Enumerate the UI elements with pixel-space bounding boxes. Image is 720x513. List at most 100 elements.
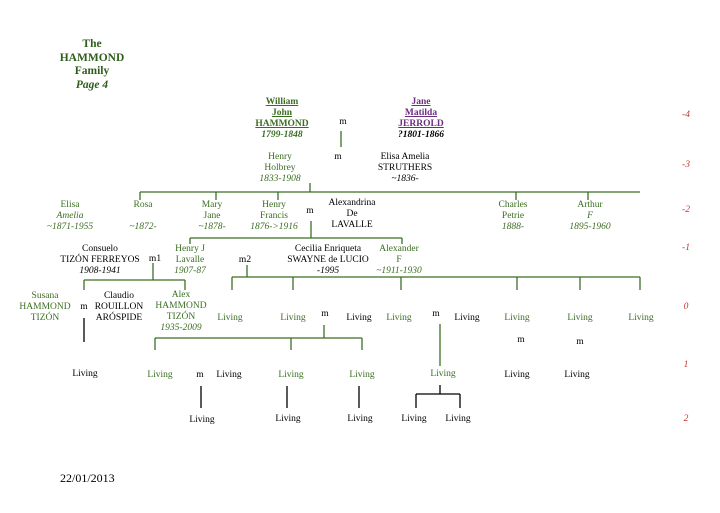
- person-text-line: Lavalle: [175, 255, 205, 265]
- person-text-line: Susana: [31, 291, 59, 301]
- person-text-line: Cecilia Enriqueta: [294, 244, 362, 254]
- person-text-line: Living: [504, 370, 530, 380]
- person-text-line: 1907-87: [174, 266, 206, 276]
- person-text-line: m: [80, 302, 88, 312]
- marriage-marker: m: [339, 117, 346, 128]
- person-living-spouse: Living: [216, 370, 241, 381]
- person-text-line: 1888-: [501, 222, 525, 232]
- person-text-line: Jane: [411, 97, 431, 107]
- marriage-marker: m: [321, 309, 328, 320]
- generation-label: -4: [682, 110, 690, 120]
- person-living: Living: [275, 414, 300, 425]
- person-text-line: Consuelo: [82, 244, 118, 254]
- person-living: Living: [280, 313, 305, 324]
- person-text-line: 1908-1941: [79, 266, 121, 276]
- person-text-line: m: [517, 335, 525, 345]
- person-text-line: m: [306, 206, 314, 216]
- person-text-line: Jane: [203, 211, 221, 221]
- person-text-line: Living: [217, 313, 243, 323]
- person-text-line: m: [321, 309, 329, 319]
- person-text-line: Living: [72, 369, 98, 379]
- person-text-line: ~1836-: [391, 174, 419, 184]
- person-living: Living: [349, 370, 374, 381]
- person-text-line: Henry J: [175, 244, 205, 254]
- person-living: Living: [147, 370, 172, 381]
- person-living: Living: [567, 313, 592, 324]
- marriage-marker: m: [80, 302, 87, 313]
- person-text-line: Holbrey: [264, 163, 296, 173]
- person-rosa: Rosa ~1872-: [129, 200, 156, 233]
- marriage-marker: m: [196, 370, 203, 381]
- person-text-line: TIZÓN: [166, 312, 196, 322]
- person-text-line: Elisa: [60, 200, 80, 210]
- person-text-line: JERROLD: [398, 119, 444, 129]
- person-living: Living: [217, 313, 242, 324]
- person-living: Living: [401, 414, 426, 425]
- person-text-line: ~1872-: [129, 222, 157, 232]
- person-text-line: Alexander: [379, 244, 419, 254]
- person-text-line: m1: [148, 254, 162, 264]
- person-text-line: Living: [628, 313, 654, 323]
- person-text-line: TIZÓN FERREYOS: [60, 255, 140, 265]
- generation-label: -1: [682, 243, 690, 253]
- person-text-line: Living: [567, 313, 593, 323]
- person-text-line: Amelia: [56, 211, 84, 221]
- marriage-marker-m2: m2: [239, 255, 251, 266]
- person-text-line: Living: [454, 313, 480, 323]
- person-text-line: LAVALLE: [331, 220, 373, 230]
- person-living-spouse: Living: [454, 313, 479, 324]
- person-text-line: Henry: [262, 200, 286, 210]
- person-text-line: Living: [346, 313, 372, 323]
- marriage-marker: m: [432, 309, 439, 320]
- person-text-line: STRUTHERS: [377, 163, 433, 173]
- page-title: The HAMMOND Family Page 4: [60, 38, 125, 92]
- person-text-line: Henry: [268, 152, 292, 162]
- person-living-spouse: Living: [346, 313, 371, 324]
- person-text-line: Arthur: [577, 200, 603, 210]
- person-text-line: Living: [445, 414, 471, 424]
- person-living: Living: [445, 414, 470, 425]
- person-text-line: ARÓSPIDE: [95, 313, 143, 323]
- person-text-line: HAMMOND: [255, 119, 309, 129]
- person-text-line: Living: [216, 370, 242, 380]
- person-living: Living: [430, 369, 455, 380]
- person-text-line: ~1871-1955: [46, 222, 94, 232]
- person-living: Living: [386, 313, 411, 324]
- person-text-line: Living: [386, 313, 412, 323]
- person-text-line: Francis: [260, 211, 288, 221]
- person-text-line: Elisa Amelia: [380, 152, 430, 162]
- title-line: Family: [74, 65, 110, 77]
- person-text-line: William: [265, 97, 299, 107]
- person-text-line: Living: [280, 313, 306, 323]
- person-text-line: Living: [147, 370, 173, 380]
- person-text-line: 1833-1908: [259, 174, 301, 184]
- person-text-line: De: [346, 209, 358, 219]
- title-line: The: [82, 38, 102, 50]
- person-text-line: F: [587, 211, 593, 221]
- person-text-line: HAMMOND: [155, 301, 207, 311]
- person-living: Living: [189, 415, 214, 426]
- person-living: Living: [72, 369, 97, 380]
- person-text-line: Rosa: [133, 200, 153, 210]
- marriage-marker: m: [517, 335, 524, 346]
- person-text-line: ?1801-1866: [398, 130, 444, 140]
- person-text-line: -1995: [316, 266, 340, 276]
- person-text-line: Alex: [171, 290, 191, 300]
- person-text-line: Mary: [201, 200, 223, 210]
- person-text-line: Living: [189, 415, 215, 425]
- person-text-line: SWAYNE de LUCIO: [287, 255, 369, 265]
- marriage-marker: m: [576, 337, 583, 348]
- generation-label: 2: [683, 414, 689, 424]
- person-text-line: 1935-2009: [160, 323, 202, 333]
- person-text-line: 1895-1960: [569, 222, 611, 232]
